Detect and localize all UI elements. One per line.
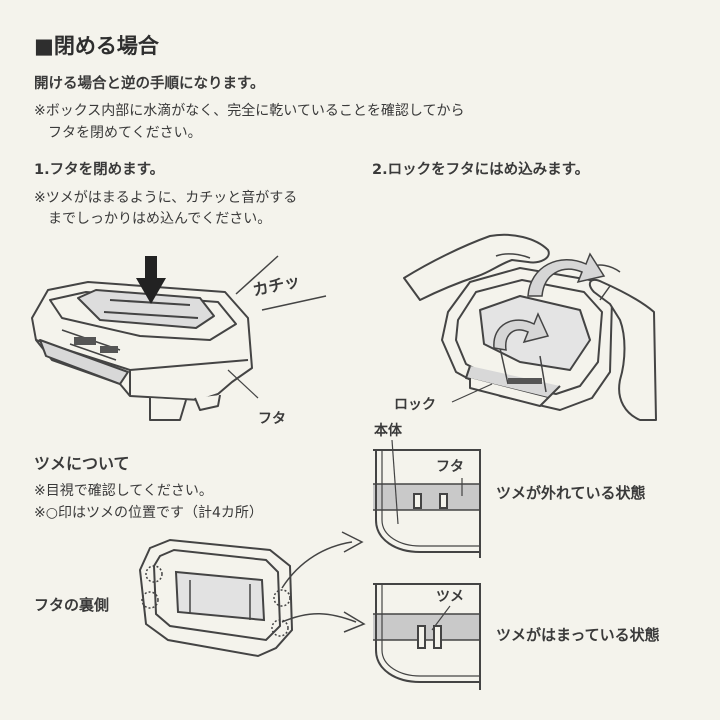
lead-text: 開ける場合と逆の手順になります。 xyxy=(34,76,265,92)
step1-title: 1.フタを閉めます。 xyxy=(34,162,165,178)
claw-on-detail xyxy=(373,583,481,690)
detail-claw-label: ツメ xyxy=(436,589,464,605)
body-label: 本体 xyxy=(374,423,402,439)
claw-notes: ※目視で確認してください。※○印はツメの位置です（計4カ所） xyxy=(34,483,263,521)
claw-off-state: ツメが外れている状態 xyxy=(496,484,646,502)
claw-section-heading: ツメについて xyxy=(34,454,130,473)
step2-title: 2.ロックをフタにはめ込みます。 xyxy=(372,162,590,178)
rotate-arrow-icon xyxy=(527,252,606,297)
down-arrow-icon xyxy=(136,256,166,304)
lid-back-illustration xyxy=(138,538,294,658)
push-arrow-icon xyxy=(493,312,550,351)
page-title: ■閉める場合 xyxy=(34,34,159,58)
dry-note: ※ボックス内部に水滴がなく、完全に乾いていることを確認してからフタを閉めてくださ… xyxy=(34,103,465,141)
step1-note: ※ツメがはまるように、カチッと音がするまでしっかりはめ込んでください。 xyxy=(34,190,298,227)
claw-on-state: ツメがはまっている状態 xyxy=(496,626,660,644)
claw-off-detail xyxy=(373,439,481,558)
lock-label: ロック xyxy=(394,397,436,413)
detail-lid-label: フタ xyxy=(436,459,464,475)
lid-back-label: フタの裏側 xyxy=(34,596,110,614)
pointer-arrow-icon xyxy=(281,531,366,633)
closing-box-illustration xyxy=(31,281,253,421)
lid-label: フタ xyxy=(258,411,286,427)
claw-position-marker xyxy=(141,565,291,637)
